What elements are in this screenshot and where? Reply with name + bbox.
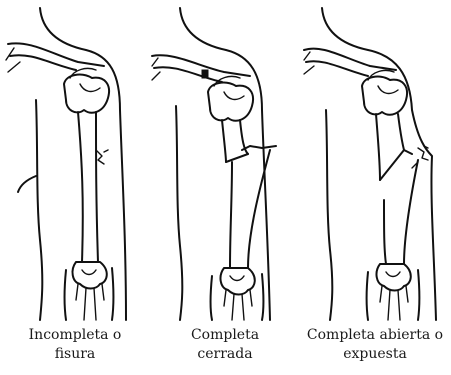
panel-incomplete-fracture: Incompleta o fisura — [0, 0, 150, 375]
arm-closed-fracture-drawing — [150, 0, 300, 320]
caption-closed-fracture: Completa cerrada — [150, 326, 300, 364]
caption-open-fracture: Completa abierta o expuesta — [300, 326, 450, 364]
arm-open-fracture-drawing — [300, 0, 450, 320]
panel-closed-fracture: Completa cerrada — [150, 0, 300, 375]
caption-incomplete-fracture: Incompleta o fisura — [0, 326, 150, 364]
panel-open-fracture: Completa abierta o expuesta — [300, 0, 450, 375]
arm-incomplete-fracture-drawing — [0, 0, 150, 320]
